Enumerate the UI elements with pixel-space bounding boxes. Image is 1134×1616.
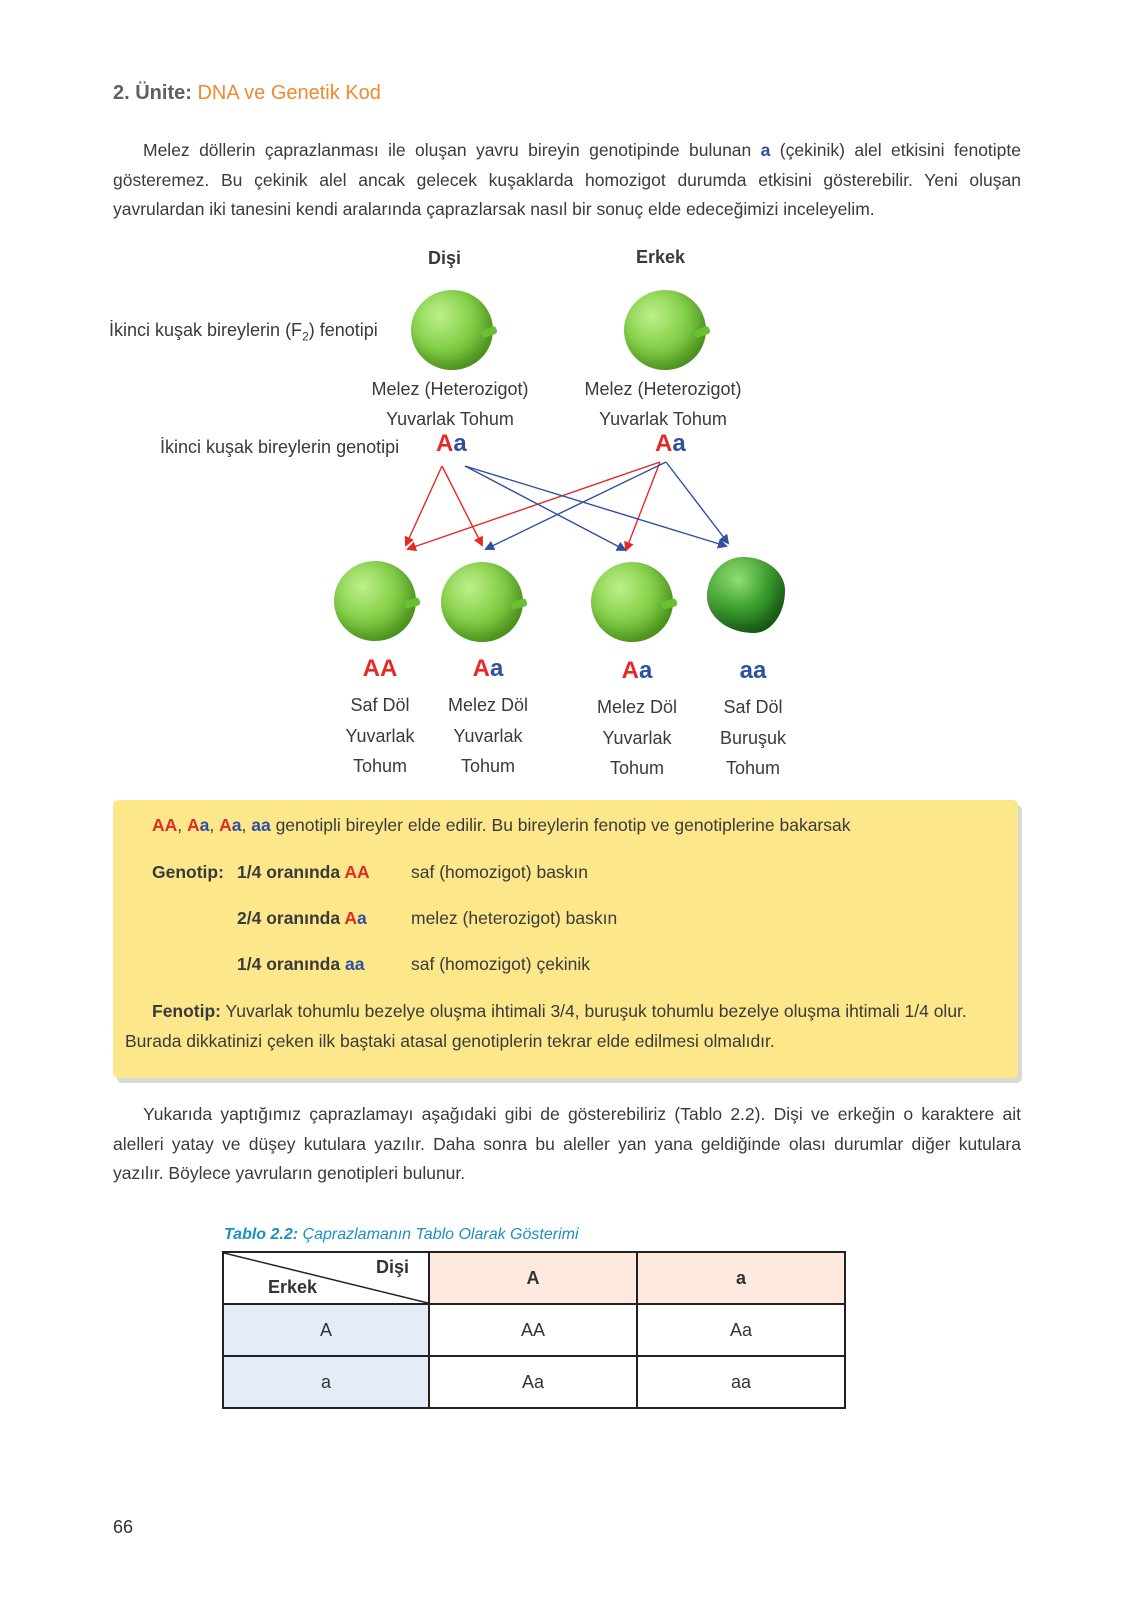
arrow-male-a-to-Aa — [484, 461, 667, 551]
offspring-AA-pea-image — [334, 561, 421, 641]
genotype-ratio-3: 1/4 oranında aa — [237, 954, 365, 974]
table-cell: Aa — [636, 1303, 846, 1357]
arrow-female-a-to-Aa2 — [464, 465, 627, 551]
genotip-label: Genotip: — [152, 862, 224, 882]
table-cell: Aa — [428, 1355, 638, 1409]
punnett-table: Dişi Erkek A a A AA Aa a Aa aa — [222, 1251, 846, 1409]
phenotype-row-label: İkinci kuşak bireylerin (F2) fenotipi — [109, 320, 378, 344]
table-caption: Tablo 2.2: Çaprazlamanın Tablo Olarak Gö… — [224, 1226, 579, 1243]
genotype-row-label: İkinci kuşak bireylerin genotipi — [160, 437, 400, 457]
offspring-Aa2-pea-image — [591, 562, 678, 642]
genotype-ratio-2: 2/4 oranında Aa — [237, 908, 367, 928]
offspring-3-genotype: Aa — [621, 657, 653, 684]
second-paragraph: Yukarıda yaptığımız çaprazlamayı aşağıda… — [113, 1104, 1021, 1183]
page-number: 66 — [113, 1517, 134, 1537]
corner-male-label: Erkek — [268, 1277, 318, 1297]
arrow-female-A-to-Aa — [441, 465, 483, 547]
column-header-a: a — [636, 1251, 846, 1305]
genotype-desc-2: melez (heterozigot) baskın — [411, 908, 618, 928]
arrow-male-A-to-Aa2 — [624, 461, 661, 552]
table-corner-cell: Dişi Erkek — [222, 1251, 430, 1305]
parent-male-pea-image — [624, 290, 711, 370]
intro-paragraph: Melez döllerin çaprazlanması ile oluşan … — [113, 136, 1021, 225]
genotype-ratio-1: 1/4 oranında AA — [237, 862, 370, 882]
female-label: Dişi — [428, 248, 462, 268]
unit-label: 2. Ünite: — [113, 82, 192, 104]
info-intro-line: AA, Aa, Aa, aa genotipli bireyler elde e… — [152, 815, 851, 835]
table-cell: aa — [636, 1355, 846, 1409]
genotype-desc-3: saf (homozigot) çekinik — [411, 954, 590, 974]
offspring-1-genotype: AA — [362, 655, 398, 682]
arrow-male-A-to-AA — [406, 461, 661, 552]
info-box: AA, Aa, Aa, aa genotipli bireyler elde e… — [113, 800, 1018, 1078]
fenotip-paragraph: Fenotip: Yuvarlak tohumlu bezelye oluşma… — [125, 1001, 967, 1051]
offspring-Aa-pea-image — [441, 562, 528, 642]
intro-text-1: Melez döllerin çaprazlanması ile oluşan … — [143, 140, 761, 160]
corner-female-label: Dişi — [376, 1257, 410, 1277]
row-header-a: a — [222, 1355, 430, 1409]
arrow-male-a-to-aa — [665, 461, 730, 545]
chapter-header: 2. Ünite: DNA ve Genetik Kod — [113, 82, 381, 105]
parent-female-genotype: Aa — [436, 430, 467, 457]
offspring-4-genotype: aa — [739, 657, 767, 684]
parent-female-description: Melez (Heterozigot) Yuvarlak Tohum — [371, 379, 529, 429]
unit-topic: DNA ve Genetik Kod — [197, 82, 381, 104]
intro-allele: a — [760, 140, 771, 160]
offspring-2-genotype: Aa — [472, 655, 504, 682]
offspring-aa-wrinkled-pea-image — [707, 557, 785, 633]
intro-text-2: (çekinik) alel etkisini fenotipte göster… — [113, 140, 1022, 219]
column-header-A: A — [428, 1251, 638, 1305]
genotype-desc-1: saf (homozigot) baskın — [411, 862, 589, 882]
arrow-female-A-to-AA — [404, 465, 443, 547]
male-label: Erkek — [636, 247, 686, 267]
table-cell: AA — [428, 1303, 638, 1357]
arrow-female-a-to-aa — [464, 465, 728, 549]
corner-diagonal-line — [224, 1253, 428, 1303]
row-header-A: A — [222, 1303, 430, 1357]
parent-male-genotype: Aa — [655, 430, 686, 457]
parent-female-pea-image — [411, 290, 498, 370]
parent-male-description: Melez (Heterozigot) Yuvarlak Tohum — [584, 379, 742, 429]
